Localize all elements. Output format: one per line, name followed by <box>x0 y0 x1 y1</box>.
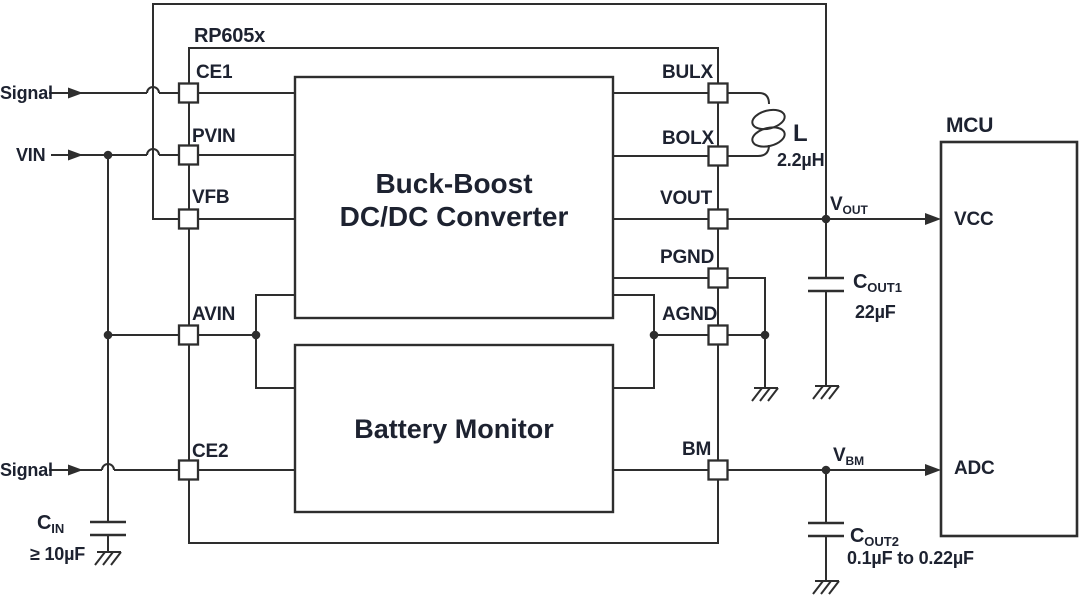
signal-top-label: Signal <box>0 83 53 103</box>
inductor-value: 2.2µH <box>777 150 825 170</box>
cout1-capacitor-icon <box>808 276 844 293</box>
pin-bolx <box>707 145 729 167</box>
pin-label-bolx: BOLX <box>662 128 714 149</box>
chip-name-label: RP605x <box>194 25 266 47</box>
cin-value: ≥ 10µF <box>30 544 86 564</box>
vin-label: VIN <box>16 145 46 165</box>
wire-agnd-bracket <box>613 294 709 389</box>
cout1-designator: COUT1 <box>853 271 902 295</box>
battery-monitor-box <box>293 343 615 514</box>
pin-label-pvin: PVIN <box>192 126 236 147</box>
battery-monitor-title: Battery Monitor <box>354 414 554 444</box>
buck-boost-box <box>293 75 615 320</box>
pin-label-ce2: CE2 <box>192 441 229 462</box>
pin-label-ce1: CE1 <box>196 62 233 83</box>
pin-ce1 <box>177 82 200 104</box>
pin-bm <box>707 459 729 481</box>
ground-icon-cout2 <box>812 580 840 595</box>
net-vbm-label: VBM <box>833 445 865 468</box>
arrow-adc <box>925 464 941 476</box>
pin-label-vout: VOUT <box>660 188 712 209</box>
wire-signal-top <box>49 86 179 94</box>
mcu-box <box>939 140 1079 538</box>
pin-label-bulx: BULX <box>662 62 713 83</box>
cout2-designator: COUT2 <box>850 525 899 549</box>
rp605x-box <box>188 47 719 544</box>
pin-avin <box>177 324 200 346</box>
wire-pgnd-gnd <box>727 277 766 388</box>
arrow-signal-top <box>68 87 83 99</box>
pin-bulx <box>707 82 729 104</box>
net-vout-label: VOUT <box>830 194 868 217</box>
cout2-value: 0.1µF to 0.22µF <box>847 548 974 568</box>
cin-designator: CIN <box>37 512 65 536</box>
junction-dots <box>103 150 831 475</box>
pin-label-agnd: AGND <box>662 304 718 325</box>
pin-ce2 <box>177 459 200 481</box>
cout1-value: 22µF <box>855 302 896 322</box>
inductor-designator: L <box>793 120 808 147</box>
pin-label-pgnd: PGND <box>660 247 715 268</box>
cout2-capacitor-icon <box>808 521 844 538</box>
pin-label-bm: BM <box>682 439 712 460</box>
arrow-vin <box>68 149 83 161</box>
cin-capacitor-icon <box>90 520 126 537</box>
mcu-pin-adc-label: ADC <box>954 458 995 479</box>
wire-vin <box>51 148 179 156</box>
ground-icon-cin <box>94 551 122 566</box>
wire-avin-bracket <box>198 294 295 389</box>
ground-icon-agnd <box>751 387 779 402</box>
mcu-pin-vcc-label: VCC <box>954 209 994 230</box>
pin-pgnd <box>707 267 729 289</box>
pin-label-vfb: VFB <box>192 187 230 208</box>
pin-label-avin: AVIN <box>192 304 236 325</box>
arrow-vcc <box>925 213 941 225</box>
wire-vout-feedback <box>152 3 827 278</box>
pin-agnd <box>707 324 729 346</box>
inductor-icon <box>727 92 786 157</box>
buck-boost-title: Buck-Boost DC/DC Converter <box>339 168 569 232</box>
ground-icon-cout1 <box>812 385 840 400</box>
pin-vout <box>707 208 729 230</box>
pin-pvin <box>177 144 200 166</box>
arrow-signal-bottom <box>68 464 83 476</box>
signal-bottom-label: Signal <box>0 460 53 480</box>
mcu-title: MCU <box>946 114 994 137</box>
pin-vfb <box>177 208 200 230</box>
